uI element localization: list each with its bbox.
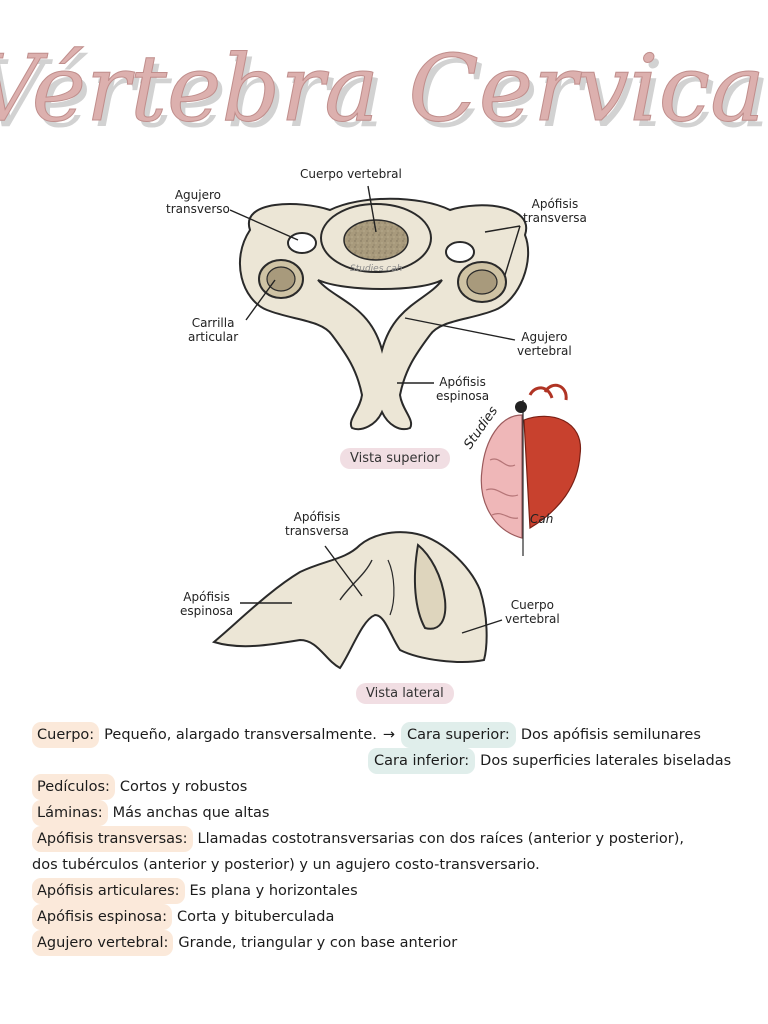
label-carilla-articular: Carrilla articular <box>188 316 239 344</box>
page-title-graphic: Vértebra Cervical Vértebra Cervical <box>0 35 768 149</box>
note-text-transversas-1: Llamadas costotransversarias con dos raí… <box>197 831 685 847</box>
label-cuerpo-vertebral-lateral: Cuerpo vertebral <box>505 598 560 626</box>
notes-section: Cuerpo: Pequeño, alargado transversalmen… <box>32 722 742 956</box>
note-text-articulares: Es plana y horizontales <box>189 883 358 899</box>
note-label-pediculos: Pedículos: <box>32 774 115 800</box>
label-agujero-vertebral: Agujero vertebral <box>517 330 572 358</box>
note-cara-inferior: Cara inferior: Dos superficies laterales… <box>32 748 742 774</box>
note-transversas: Apófisis transversas: Llamadas costotran… <box>32 826 742 852</box>
label-apofisis-espinosa-lateral: Apófisis espinosa <box>180 590 234 618</box>
arrow-icon: → <box>382 727 396 743</box>
label-apofisis-transversa-superior: Apófisis transversa <box>523 197 587 225</box>
note-text-cara-superior: Dos apófisis semilunares <box>520 727 701 743</box>
note-espinosa: Apófisis espinosa: Corta y bituberculada <box>32 904 742 930</box>
lateral-view-vertebra <box>211 531 488 670</box>
note-label-cara-inferior: Cara inferior: <box>368 748 476 774</box>
superior-view-leaders <box>229 185 521 384</box>
note-text-agujero: Grande, triangular y con base anterior <box>178 935 458 951</box>
note-label-articulares: Apófisis articulares: <box>32 878 185 904</box>
lateral-view-leaders <box>240 545 503 634</box>
note-label-cuerpo: Cuerpo: <box>32 722 100 748</box>
note-cuerpo: Cuerpo: Pequeño, alargado transversalmen… <box>32 722 742 748</box>
note-text-cuerpo: Pequeño, alargado transversalmente. <box>104 727 377 743</box>
note-label-transversas: Apófisis transversas: <box>32 826 193 852</box>
note-agujero: Agujero vertebral: Grande, triangular y … <box>32 930 742 956</box>
label-agujero-transverso: Agujero transverso <box>166 188 230 216</box>
note-text-espinosa: Corta y bituberculada <box>176 909 335 925</box>
studies-cah-logo <box>480 383 581 556</box>
note-text-laminas: Más anchas que altas <box>112 805 270 821</box>
note-label-cara-superior: Cara superior: <box>401 722 516 748</box>
note-label-espinosa: Apófisis espinosa: <box>32 904 172 930</box>
note-label-laminas: Láminas: <box>32 800 108 826</box>
note-articulares: Apófisis articulares: Es plana y horizon… <box>32 878 742 904</box>
watermark: Studies cah <box>350 264 403 274</box>
note-text-pediculos: Cortos y robustos <box>119 779 248 795</box>
superior-view-vertebra <box>238 197 530 431</box>
caption-vista-superior: Vista superior <box>340 448 450 469</box>
caption-vista-lateral: Vista lateral <box>356 683 454 704</box>
page-title: Vértebra Cervical <box>0 35 768 142</box>
logo-text-bottom: Cah <box>530 512 554 526</box>
note-laminas: Láminas: Más anchas que altas <box>32 800 742 826</box>
note-text-cara-inferior: Dos superficies laterales biseladas <box>480 753 732 769</box>
note-label-agujero: Agujero vertebral: <box>32 930 174 956</box>
note-pediculos: Pedículos: Cortos y robustos <box>32 774 742 800</box>
title-shadow: Vértebra Cervical <box>0 41 768 148</box>
label-cuerpo-vertebral: Cuerpo vertebral <box>300 167 402 181</box>
note-text-transversas-2: dos tubérculos (anterior y posterior) y … <box>32 857 540 873</box>
note-transversas-cont: dos tubérculos (anterior y posterior) y … <box>32 852 742 878</box>
label-apofisis-espinosa-superior: Apófisis espinosa <box>436 375 490 403</box>
label-apofisis-transversa-lateral: Apófisis transversa <box>285 510 349 538</box>
